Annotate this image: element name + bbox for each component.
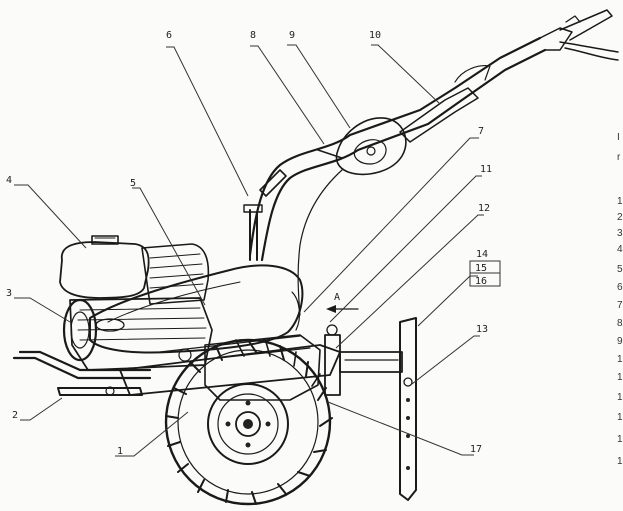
edge-fragment: 1 xyxy=(617,456,623,467)
edge-fragment: 5 xyxy=(617,264,623,275)
callout-17: 17 xyxy=(470,444,482,455)
callout-13: 13 xyxy=(476,324,488,335)
edge-fragment: 2 xyxy=(617,212,623,223)
callout-leaders xyxy=(14,44,501,457)
hitch xyxy=(324,324,403,396)
callout-10: 10 xyxy=(369,30,381,41)
callout-labels: 1 2 3 4 5 6 7 8 9 10 11 12 13 14 15 16 1… xyxy=(6,30,492,457)
edge-fragment: 1 xyxy=(617,372,623,383)
callout-15: 15 xyxy=(475,263,487,274)
edge-fragment: 1 xyxy=(617,392,623,403)
edge-fragment: 1 xyxy=(617,412,623,423)
control-cable xyxy=(297,169,343,316)
callout-14: 14 xyxy=(476,249,488,260)
callout-4: 4 xyxy=(6,175,12,186)
callout-2: 2 xyxy=(12,410,18,421)
direction-arrow xyxy=(326,305,359,313)
edge-fragment: 8 xyxy=(617,318,623,329)
callout-5: 5 xyxy=(130,178,136,189)
handle-control xyxy=(399,65,491,143)
edge-fragment: I xyxy=(617,132,620,143)
lever xyxy=(243,169,287,261)
edge-fragment: 9 xyxy=(617,336,623,347)
direction-label: A xyxy=(334,292,340,303)
callout-11: 11 xyxy=(480,164,492,175)
callout-16: 16 xyxy=(475,276,487,287)
edge-fragment: 6 xyxy=(617,282,623,293)
belt-cover xyxy=(89,264,304,354)
clutch-housing xyxy=(317,117,407,176)
edge-fragment: 7 xyxy=(617,300,623,311)
edge-fragment: 1 xyxy=(617,196,623,207)
edge-fragment: 1 xyxy=(617,434,623,445)
depth-stake xyxy=(399,317,417,501)
edge-fragment: r xyxy=(617,152,621,163)
callout-3: 3 xyxy=(6,288,12,299)
callout-12: 12 xyxy=(478,203,490,214)
front-bumper xyxy=(12,350,152,396)
edge-fragment: 1 xyxy=(617,354,623,365)
edge-fragment: 4 xyxy=(617,244,623,255)
edge-fragment: 3 xyxy=(617,228,623,239)
handlebar xyxy=(248,9,619,262)
wheel xyxy=(164,338,333,506)
callout-9: 9 xyxy=(289,30,295,41)
callout-6: 6 xyxy=(166,30,172,41)
callout-8: 8 xyxy=(250,30,256,41)
callout-1: 1 xyxy=(117,446,123,457)
engine xyxy=(59,235,213,371)
callout-7: 7 xyxy=(478,126,484,137)
